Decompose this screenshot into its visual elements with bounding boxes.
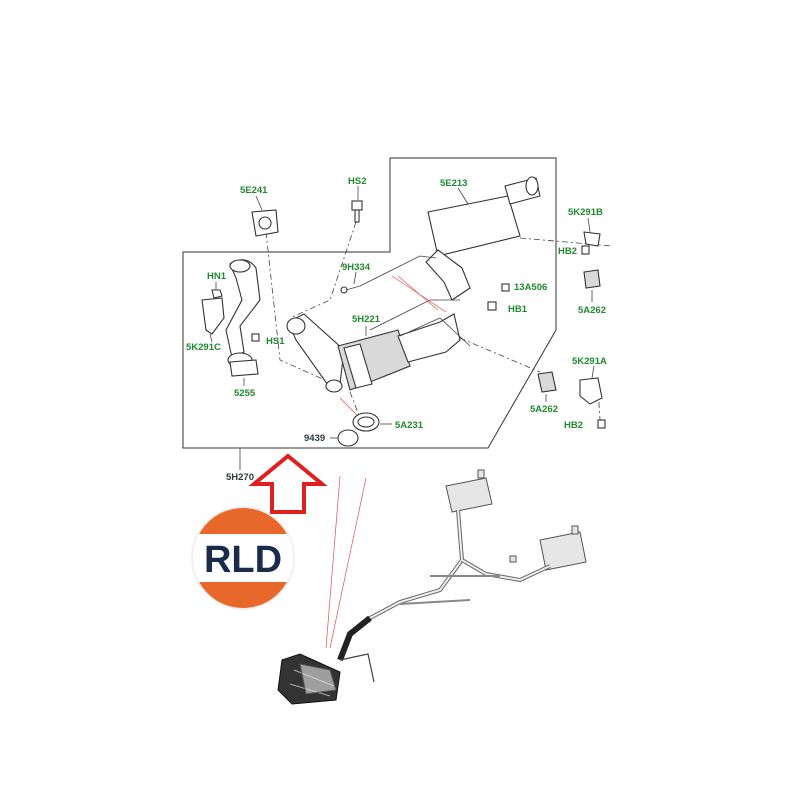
exploded-view-frame bbox=[182, 157, 557, 449]
bracket-5k291b: 5K291B bbox=[568, 207, 603, 247]
insulator-5a262-bottom: 5A262 bbox=[530, 371, 558, 415]
assembly-label: 5H270 bbox=[226, 472, 254, 483]
bolt-hb2-top: HB2 bbox=[558, 245, 590, 257]
up-arrow-icon bbox=[248, 453, 328, 514]
part-label-hn1: HN1 bbox=[207, 271, 227, 282]
nut-hn1: HN1 bbox=[207, 271, 227, 299]
bracket-5k291c: 5K291C bbox=[186, 297, 225, 353]
pipe-9h334: 9H334 bbox=[340, 255, 437, 294]
logo-text: RLD bbox=[204, 539, 282, 581]
part-label-hb2-bottom: HB2 bbox=[564, 420, 583, 431]
part-label-5a231: 5A231 bbox=[395, 420, 424, 431]
bolt-hb1: HB1 bbox=[487, 301, 528, 315]
stud-hs2: HS2 bbox=[348, 176, 366, 223]
gasket-9439: 9439 bbox=[304, 429, 359, 447]
part-label-5a262-bottom: 5A262 bbox=[530, 404, 558, 415]
part-label-9h334: 9H334 bbox=[342, 262, 371, 273]
part-label-hs2: HS2 bbox=[348, 176, 366, 187]
part-label-5e241: 5E241 bbox=[240, 185, 268, 196]
part-label-5a262-top: 5A262 bbox=[578, 305, 606, 316]
part-label-13a506: 13A506 bbox=[514, 282, 547, 293]
part-label-5k291b: 5K291B bbox=[568, 207, 603, 218]
sensor-13a506: 13A506 bbox=[501, 282, 547, 293]
catalyst-5h221: 5H221 bbox=[286, 299, 471, 393]
bracket-5k291a: 5K291A bbox=[572, 356, 607, 405]
part-label-5e213: 5E213 bbox=[440, 178, 467, 189]
part-label-5k291c: 5K291C bbox=[186, 342, 221, 353]
part-label-hb1: HB1 bbox=[508, 304, 528, 315]
part-label-9439: 9439 bbox=[304, 433, 325, 444]
stud-hs1: HS1 bbox=[251, 333, 285, 347]
insulator-5a262-top: 5A262 bbox=[578, 269, 606, 316]
gasket-5e241: 5E241 bbox=[240, 185, 279, 237]
bolt-hb2-bottom: HB2 bbox=[564, 419, 606, 431]
part-label-hb2-top: HB2 bbox=[558, 246, 577, 257]
rld-logo-icon: RLD bbox=[191, 506, 295, 610]
part-label-5h221: 5H221 bbox=[352, 314, 381, 325]
clamp-5a231: 5A231 bbox=[352, 412, 424, 432]
part-label-hs1: HS1 bbox=[266, 336, 285, 347]
part-label-5255: 5255 bbox=[234, 388, 256, 399]
exhaust-system-overview bbox=[277, 469, 587, 705]
part-label-5k291a: 5K291A bbox=[572, 356, 607, 367]
downpipe-5255: 5255 bbox=[225, 259, 261, 399]
